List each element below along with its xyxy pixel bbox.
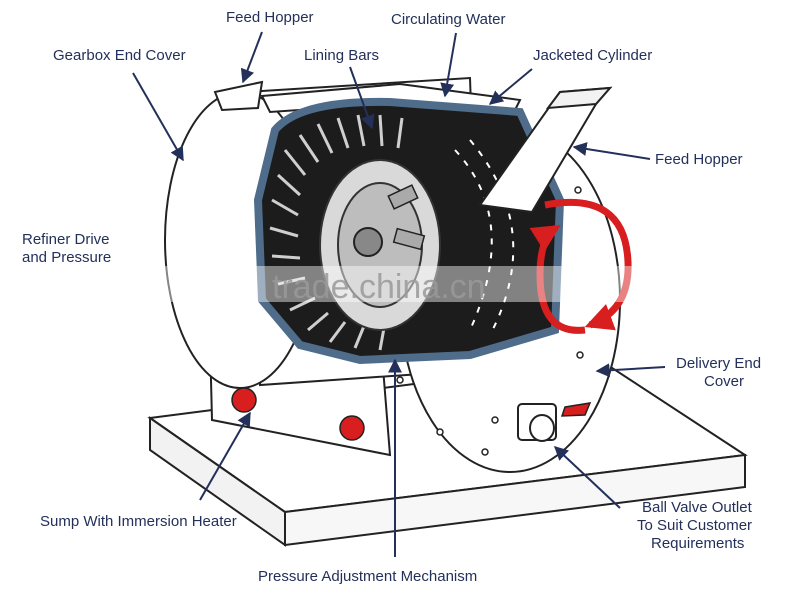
label-refiner-drive-line1: Refiner Drive: [22, 231, 110, 248]
ball-valve: [517, 402, 592, 442]
label-feed-hopper-right: Feed Hopper: [655, 151, 743, 168]
pointer-arrows: [132, 31, 666, 557]
feed-hopper-right-shape: [478, 86, 613, 214]
watermark: trade.china.cn: [0, 266, 789, 306]
label-refiner-drive-line2: and Pressure: [22, 249, 111, 266]
drum-interior: [253, 97, 565, 365]
label-gearbox-end-cover: Gearbox End Cover: [53, 47, 186, 64]
rotation-arrows: [529, 198, 632, 334]
label-ball-valve-line1: Ball Valve Outlet: [642, 499, 753, 516]
cover-bolts: [396, 186, 584, 456]
label-circulating-water: Circulating Water: [391, 11, 505, 28]
label-ball-valve-line2: To Suit Customer: [637, 517, 752, 534]
label-pressure-adjustment: Pressure Adjustment Mechanism: [258, 568, 477, 585]
label-lining-bars: Lining Bars: [304, 47, 379, 64]
label-delivery-end-cover-line2: Cover: [704, 373, 744, 390]
label-ball-valve-line3: Requirements: [651, 535, 744, 552]
label-jacketed-cylinder: Jacketed Cylinder: [533, 47, 652, 64]
watermark-text: trade.china.cn: [272, 268, 486, 306]
immersion-heater-plugs: [231, 387, 365, 441]
feed-hopper-top-shape: [213, 80, 264, 112]
callout-labels: Feed Hopper Circulating Water Gearbox En…: [22, 9, 761, 585]
label-delivery-end-cover-line1: Delivery End: [676, 355, 761, 372]
label-sump: Sump With Immersion Heater: [40, 513, 237, 530]
label-feed-hopper-top: Feed Hopper: [226, 9, 314, 26]
